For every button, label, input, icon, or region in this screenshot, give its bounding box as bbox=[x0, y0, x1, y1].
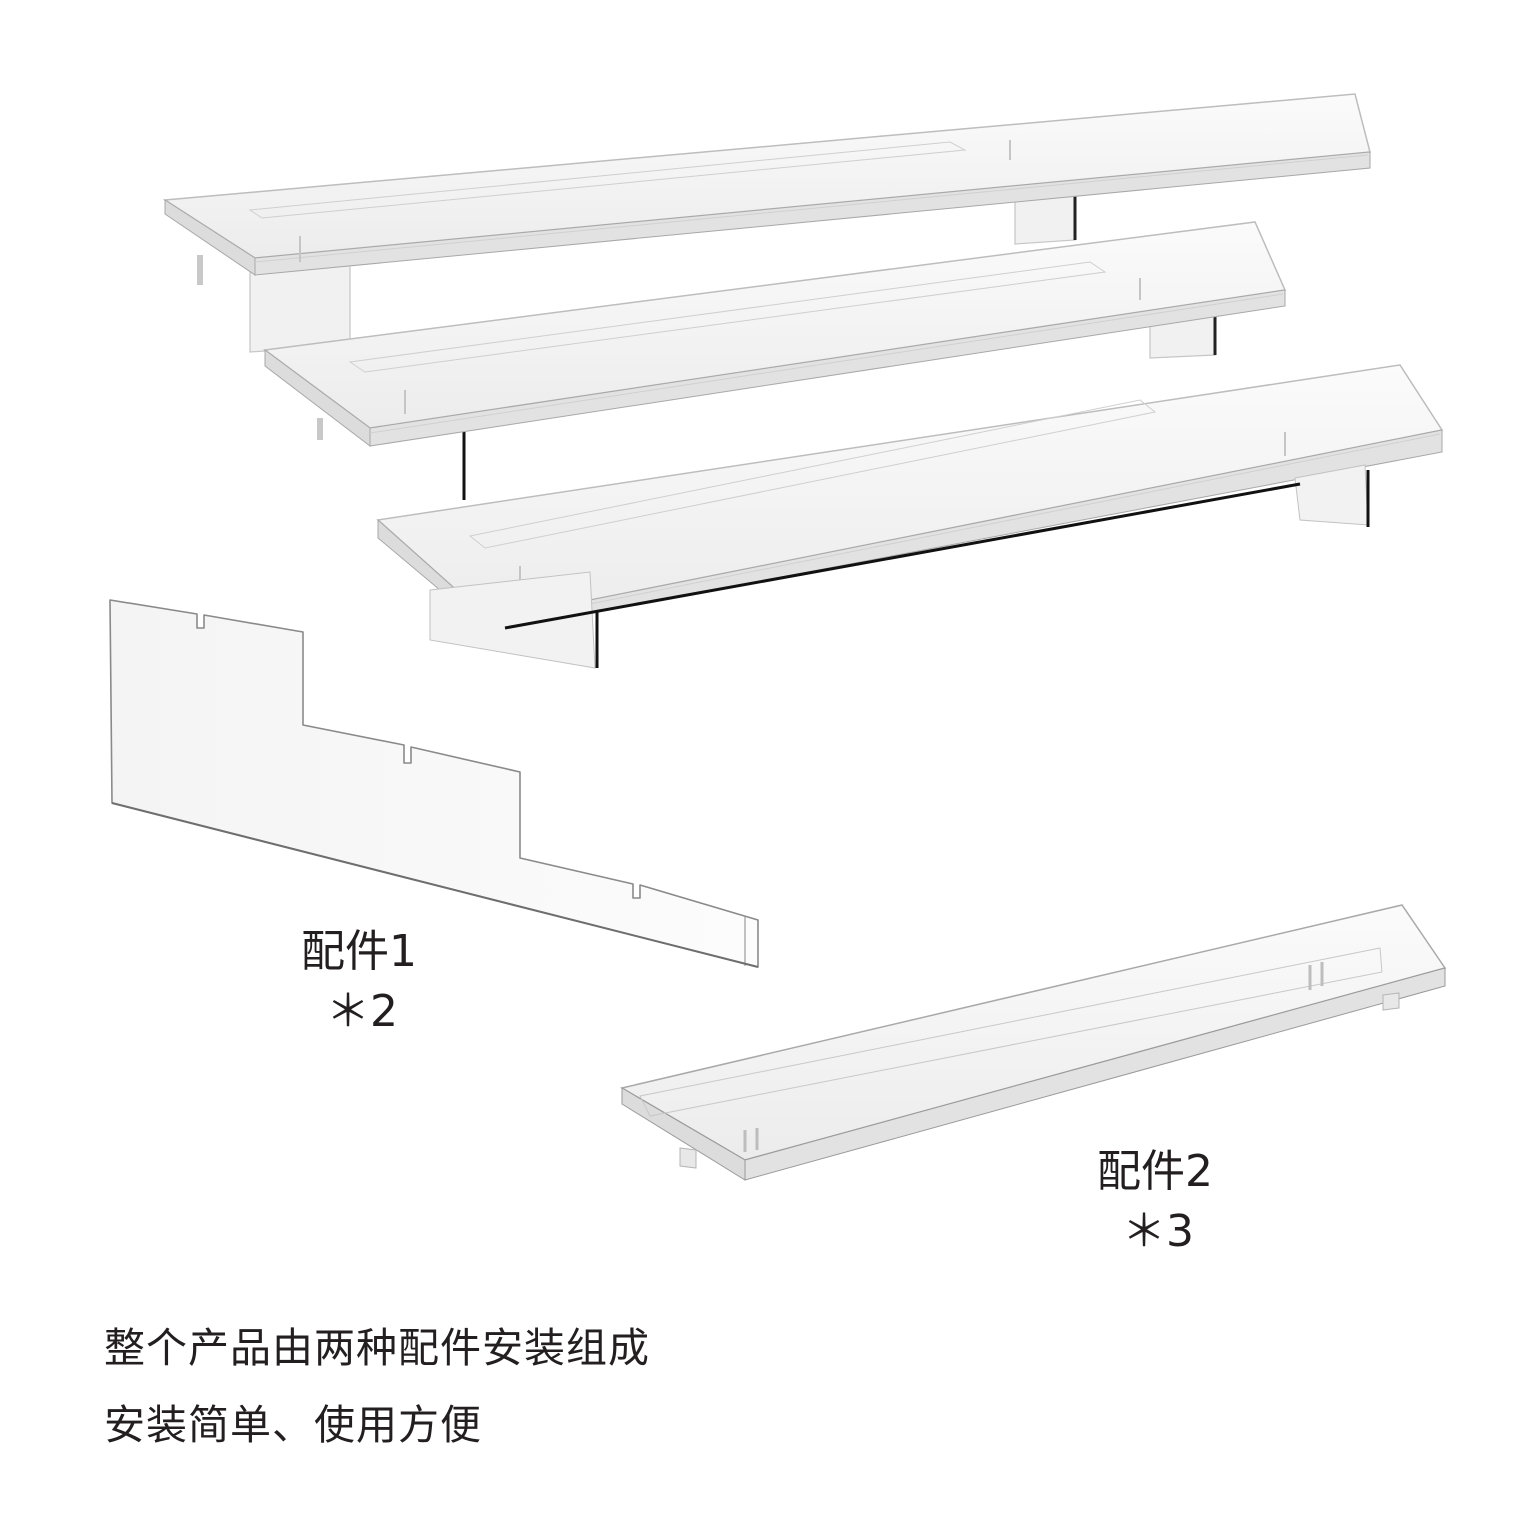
shelf-top bbox=[162, 93, 1371, 285]
part2-name: 配件2 bbox=[1097, 1146, 1213, 1197]
caption-line-2: 安装简单、使用方便 bbox=[104, 1401, 482, 1449]
part2-shelf bbox=[620, 904, 1447, 1181]
part1-side-panel bbox=[109, 599, 759, 968]
part1-quantity: ＊2 bbox=[326, 986, 398, 1037]
shelf-middle bbox=[263, 221, 1287, 448]
caption-line-1: 整个产品由两种配件安装组成 bbox=[104, 1324, 650, 1372]
front-feet bbox=[429, 464, 1370, 669]
assembled-riser bbox=[162, 93, 1444, 669]
part1-name: 配件1 bbox=[301, 926, 417, 977]
part2-quantity: ＊3 bbox=[1122, 1206, 1194, 1257]
